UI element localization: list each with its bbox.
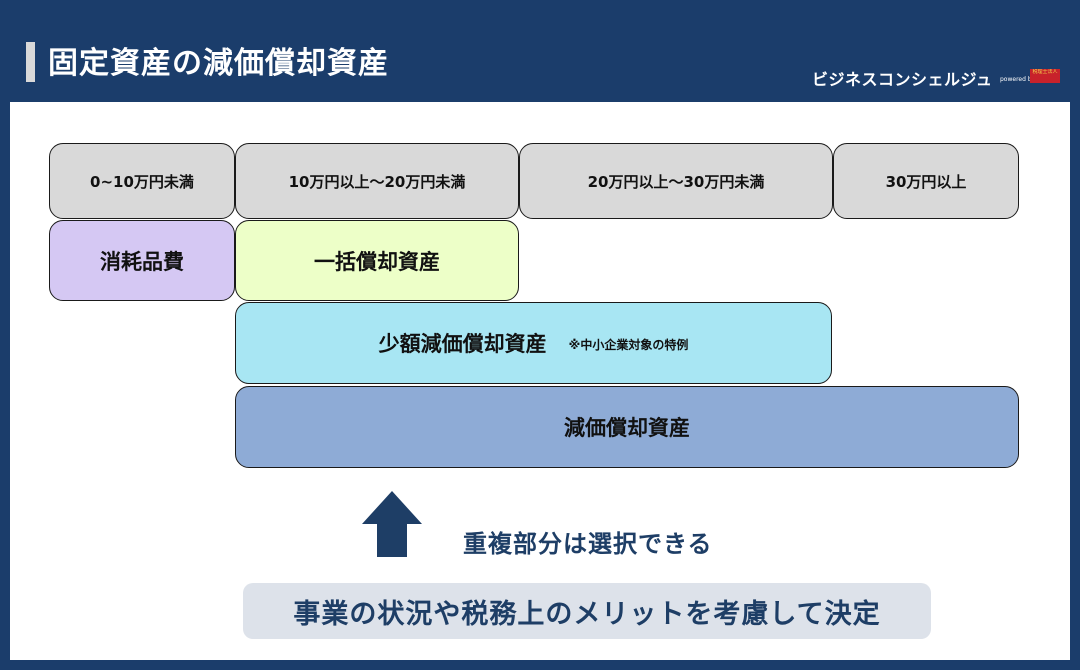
company-logo: 税理士法人 (1030, 69, 1060, 83)
range-10-20: 10万円以上～20万円未満 (235, 143, 519, 219)
depreciable-asset-box: 減価償却資産 (235, 386, 1019, 468)
decision-banner: 事業の状況や税務上のメリットを考慮して決定 (243, 583, 931, 639)
range-30-plus: 30万円以上 (833, 143, 1019, 219)
slide-header: 固定資産の減価償却資産 ビジネスコンシェルジュ powered by 税理士法人 (0, 0, 1080, 102)
up-arrow-icon (362, 491, 422, 557)
small-amount-depreciation-box: 少額減価償却資産 ※中小企業対象の特例 (235, 302, 832, 384)
small-amount-depreciation-label: 少額減価償却資産 (378, 332, 547, 356)
lump-sum-depreciation-label: 一括償却資産 (314, 249, 440, 274)
decision-text: 事業の状況や税務上のメリットを考慮して決定 (293, 598, 881, 630)
range-0-10: 0~10万円未満 (49, 143, 235, 219)
brand-name: ビジネスコンシェルジュ (812, 70, 993, 89)
page-title: 固定資産の減価償却資産 (48, 46, 389, 81)
lump-sum-depreciation-box: 一括償却資産 (235, 220, 519, 301)
overlap-note: 重複部分は選択できる (463, 530, 713, 558)
depreciable-asset-label: 減価償却資産 (564, 416, 690, 440)
powered-by-label: powered by (1000, 76, 1036, 83)
range-20-30: 20万円以上～30万円未満 (519, 143, 833, 219)
sme-special-note: ※中小企業対象の特例 (568, 337, 689, 352)
consumable-expense-label: 消耗品費 (100, 249, 184, 274)
title-accent-bar (26, 42, 35, 82)
consumable-expense-box: 消耗品費 (49, 220, 235, 301)
